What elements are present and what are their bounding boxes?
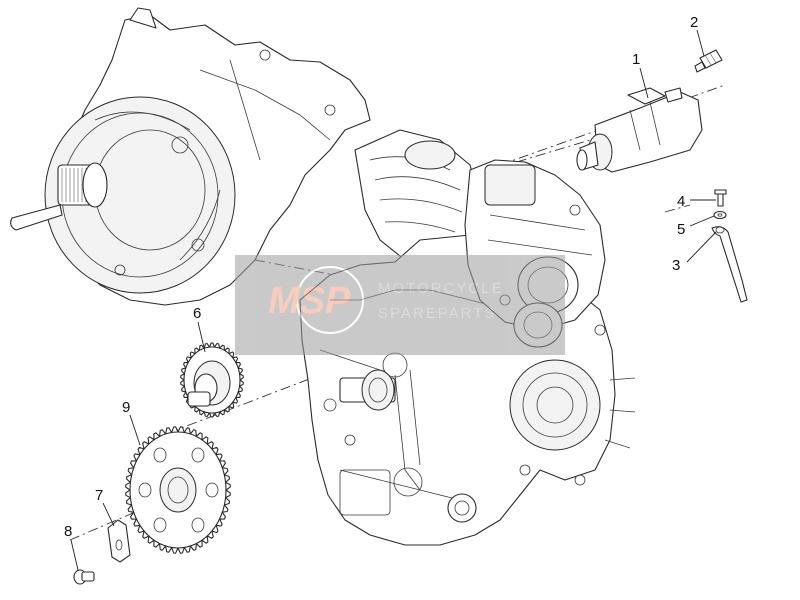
callout-3: 3: [672, 257, 680, 274]
callout-9: 9: [122, 399, 130, 416]
callouts: 1 2 3 4 5 6 7 8 9: [64, 14, 698, 540]
washer-5: [713, 210, 727, 220]
bolt-4: [714, 189, 727, 207]
freewheel-gear-9: [125, 426, 231, 554]
watermark: MSP MOTORCYCLE SPAREPARTS: [235, 255, 565, 355]
watermark-box: [235, 255, 565, 355]
watermark-logo: MSP: [268, 280, 351, 322]
callout-8: 8: [64, 523, 72, 540]
starter-motor: [576, 87, 703, 173]
leader-lines: [70, 29, 717, 571]
intake-duct: [354, 129, 481, 261]
ground-cable-3: [711, 226, 748, 303]
screw-8: [73, 569, 95, 585]
screw-2: [694, 49, 723, 73]
transmission-cover: [10, 7, 371, 306]
callout-5: 5: [677, 221, 685, 238]
callout-6: 6: [193, 305, 201, 322]
callout-7: 7: [95, 487, 103, 504]
plate-7: [107, 519, 131, 563]
watermark-sub: SPAREPARTS: [378, 305, 496, 322]
watermark-brand: MOTORCYCLE: [378, 280, 504, 297]
callout-1: 1: [632, 51, 640, 68]
callout-4: 4: [677, 193, 685, 210]
callout-2: 2: [690, 14, 698, 31]
intermediate-gear-6: [180, 342, 244, 418]
